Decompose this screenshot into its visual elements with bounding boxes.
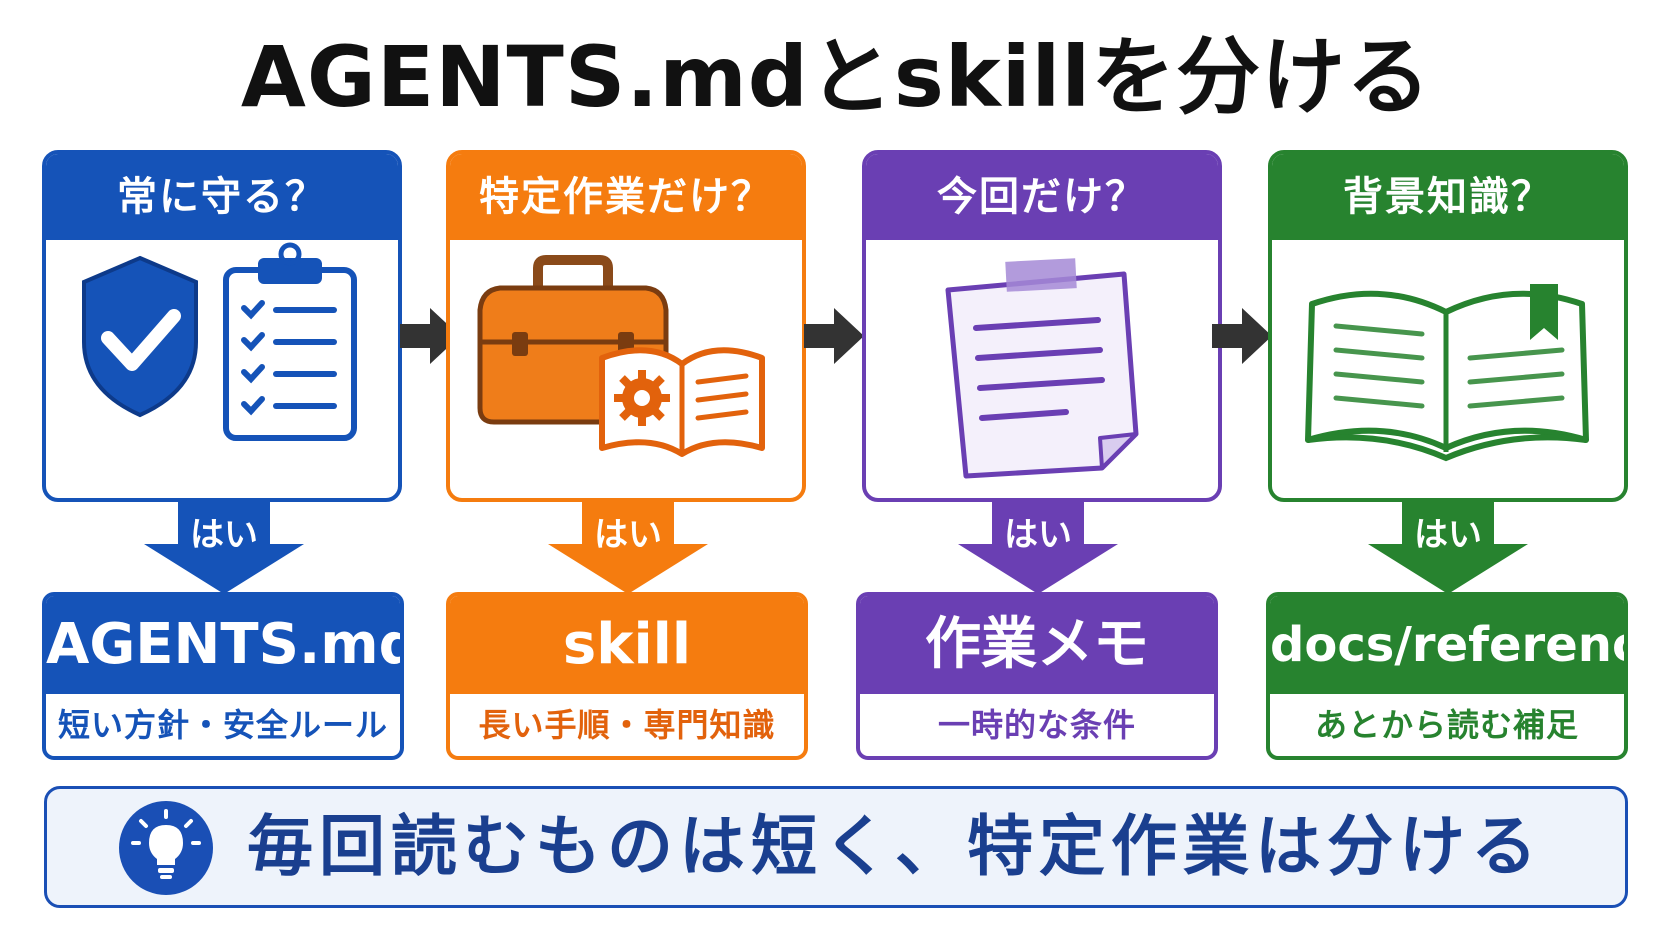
- result-box-skill: skill 長い手順・専門知識: [446, 592, 808, 760]
- flow-arrow-icon: [400, 308, 460, 364]
- card-question: 今回だけ？: [866, 154, 1218, 240]
- question-card-background: 背景知識？: [1268, 150, 1628, 502]
- result-title: docs/reference/: [1270, 596, 1624, 694]
- shield-check-icon: [82, 255, 198, 418]
- yes-arrow-icon: [548, 502, 708, 594]
- yes-label: はい: [1414, 515, 1482, 555]
- card-question: 背景知識？: [1272, 154, 1624, 240]
- result-title: AGENTS.md: [46, 596, 400, 694]
- result-detail: 一時的な条件: [937, 706, 1136, 744]
- card-question: 常に守る？: [46, 154, 398, 240]
- result-box-agents: AGENTS.md 短い方針・安全ルール: [42, 592, 404, 760]
- question-card-always: 常に守る？: [42, 150, 402, 502]
- yes-label: はい: [190, 515, 258, 555]
- open-book-icon: [1305, 284, 1589, 462]
- summary-banner: 毎回読むものは短く、特定作業は分ける: [44, 786, 1628, 908]
- flow-arrow-icon: [1212, 308, 1272, 364]
- summary-text: 毎回読むものは短く、特定作業は分ける: [247, 808, 1543, 885]
- toolbox-book-icon: [477, 255, 765, 457]
- shield-checklist-icon: [82, 242, 357, 441]
- memo-note-icon: [945, 258, 1139, 479]
- page-title: AGENTS.mdとskillを分ける: [240, 28, 1432, 126]
- result-title: skill: [450, 596, 804, 694]
- result-detail: 短い方針・安全ルール: [57, 706, 388, 744]
- result-box-docs: docs/reference/ あとから読む補足: [1266, 592, 1628, 760]
- yes-arrow-icon: [1368, 502, 1528, 594]
- question-card-specific: 特定作業だけ？: [446, 150, 806, 502]
- card-question: 特定作業だけ？: [450, 154, 802, 240]
- flow-arrow-icon: [804, 308, 864, 364]
- checklist-clipboard-icon: [223, 242, 357, 441]
- result-detail: あとから読む補足: [1314, 706, 1579, 744]
- yes-label: はい: [594, 515, 662, 555]
- yes-arrow-icon: [958, 502, 1118, 594]
- result-detail: 長い手順・専門知識: [478, 706, 776, 744]
- question-card-this-time: 今回だけ？: [862, 150, 1222, 502]
- yes-label: はい: [1004, 515, 1072, 555]
- lightbulb-icon: [119, 801, 213, 895]
- yes-arrow-icon: [144, 502, 304, 594]
- result-box-memo: 作業メモ 一時的な条件: [856, 592, 1218, 760]
- gear-book-icon: [599, 347, 765, 457]
- result-title: 作業メモ: [860, 596, 1214, 694]
